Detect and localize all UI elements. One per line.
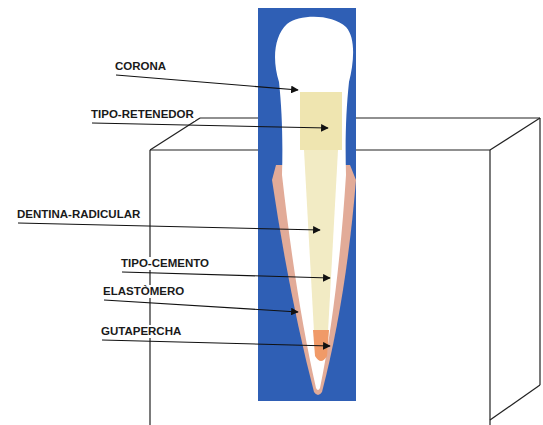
leader-arrow xyxy=(18,223,320,230)
leader-arrow xyxy=(116,75,298,90)
crown-and-root-dentin xyxy=(275,17,353,390)
blue-background xyxy=(258,8,356,401)
leader-arrow xyxy=(104,300,298,312)
leader-arrow xyxy=(102,340,330,346)
part-label: ELASTÒMERO xyxy=(102,285,185,298)
part-label: DENTINA-RADICULAR xyxy=(16,208,141,221)
retainer-post-shaft xyxy=(304,150,338,332)
leader-arrow xyxy=(122,272,330,278)
part-label: GUTAPERCHA xyxy=(100,325,182,338)
part-label: CORONA xyxy=(114,60,167,73)
retainer-post-head xyxy=(300,92,342,150)
part-label: TIPO-CEMENTO xyxy=(120,257,210,270)
leader-arrow xyxy=(92,123,328,128)
part-label: TIPO-RETENEDOR xyxy=(90,108,195,121)
